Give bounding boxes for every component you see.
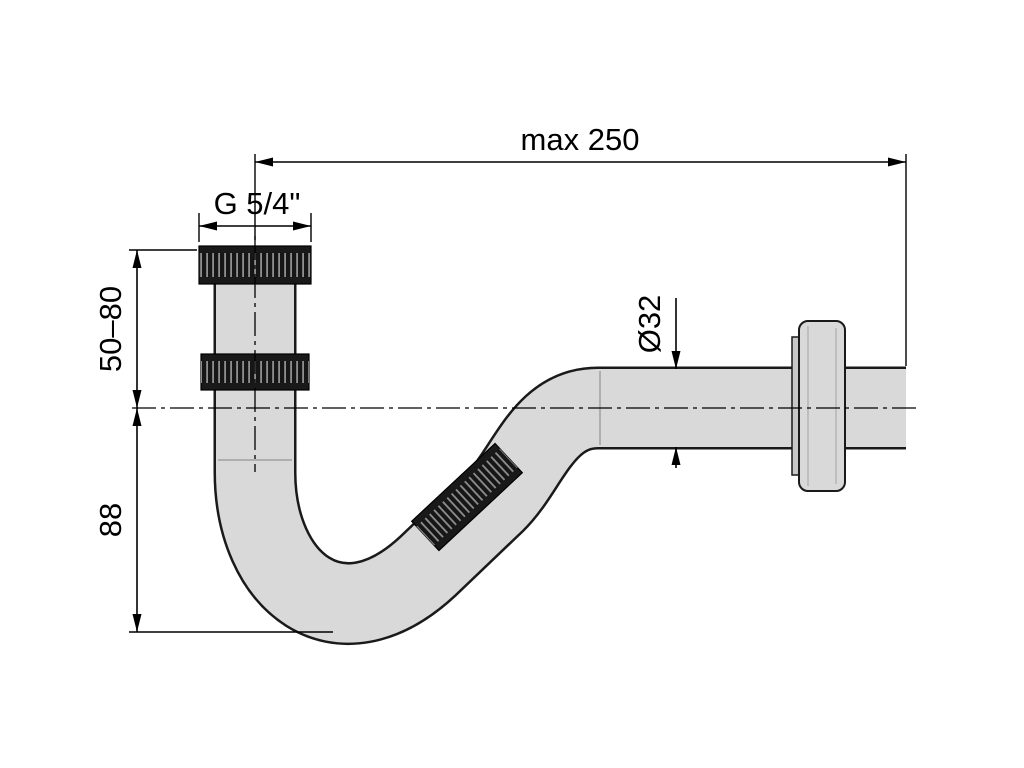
arrow-down (671, 351, 681, 369)
arrow-middle-up (132, 408, 142, 426)
arrow-right (888, 157, 906, 167)
compression-nut-knurl (416, 448, 518, 546)
arrow-top (132, 250, 142, 268)
arrow-left (255, 157, 273, 167)
trap-pipe (213, 247, 906, 645)
trap-pipe-fill (216, 247, 906, 643)
dimension-left-chain: 50–80 88 (93, 249, 333, 633)
dimension-top-span: max 250 (254, 122, 907, 366)
dimension-label-top-span: max 250 (521, 122, 640, 157)
arrow-bottom (132, 614, 142, 632)
dimension-label-inlet-height: 50–80 (93, 286, 128, 372)
arrow-left (199, 221, 217, 231)
arrow-right (293, 221, 311, 231)
wall-flange-disc (798, 320, 846, 492)
compression-nut-diagonal (410, 442, 524, 552)
dimension-label-pipe-diameter: Ø32 (632, 295, 667, 354)
arrow-middle-down (132, 390, 142, 408)
arrow-up (671, 447, 681, 465)
dimension-label-trap-depth: 88 (93, 503, 128, 537)
wall-flange (791, 320, 846, 492)
dimension-pipe-diameter: Ø32 (632, 295, 681, 468)
dimension-thread-size: G 5/4" (198, 186, 312, 242)
dimension-label-thread-size: G 5/4" (214, 186, 301, 221)
